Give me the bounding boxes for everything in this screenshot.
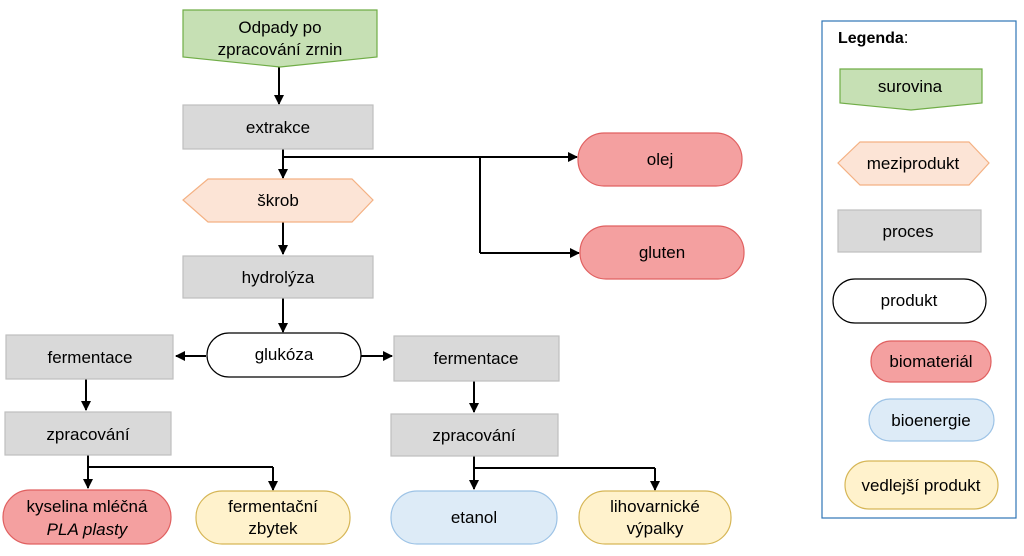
node-extrakce: extrakce bbox=[182, 104, 374, 150]
legend-produkt-swatch bbox=[832, 278, 987, 324]
node-extrakce-label: extrakce bbox=[246, 118, 310, 137]
bioenergie-shape bbox=[390, 490, 558, 545]
legend-vedlejsi-label: vedlejší produkt bbox=[861, 476, 980, 495]
node-odpady: Odpady po zpracování zrnin bbox=[182, 9, 378, 68]
node-fermentacni-zbytek-line2: zbytek bbox=[248, 519, 298, 538]
node-etanol: etanol bbox=[390, 490, 558, 545]
legend-bioenergie-swatch bbox=[868, 398, 995, 442]
node-etanol-label: etanol bbox=[451, 508, 497, 527]
legend-title-text: Legenda bbox=[838, 30, 904, 47]
node-gluten-label: gluten bbox=[639, 243, 685, 262]
vedlejsi-produkt-shape bbox=[578, 490, 732, 545]
node-kyselina: kyselina mléčná PLA plasty bbox=[2, 489, 172, 545]
node-zpracovani-left: zpracování bbox=[4, 411, 172, 456]
node-odpady-line1: Odpady po bbox=[238, 18, 321, 37]
legend-item-produkt: produkt bbox=[832, 278, 987, 324]
proces-shape bbox=[4, 411, 172, 456]
surovina-shape bbox=[182, 9, 378, 68]
legend-item-biomaterial: biomateriál bbox=[870, 340, 992, 383]
legend-item-bioenergie: bioenergie bbox=[868, 398, 995, 442]
produkt-shape bbox=[206, 332, 362, 378]
vedlejsi-produkt-shape bbox=[195, 490, 351, 545]
proces-shape bbox=[182, 255, 374, 299]
node-odpady-line2: zpracování zrnin bbox=[218, 40, 343, 59]
legend: Legenda: surovina meziprodukt proces pro… bbox=[821, 20, 1017, 519]
proces-shape bbox=[5, 334, 174, 380]
legend-title-colon: : bbox=[904, 28, 909, 47]
node-fermentace-right: fermentace bbox=[393, 335, 560, 382]
node-skrob: škrob bbox=[182, 178, 374, 223]
biomaterial-shape bbox=[2, 489, 172, 545]
biomaterial-shape bbox=[577, 132, 743, 187]
node-glukoza: glukóza bbox=[206, 332, 362, 378]
biomaterial-shape bbox=[579, 225, 745, 280]
node-olej: olej bbox=[577, 132, 743, 187]
legend-meziprodukt-label: meziprodukt bbox=[867, 154, 960, 173]
node-kyselina-line1: kyselina mléčná bbox=[27, 497, 148, 516]
proces-shape bbox=[393, 335, 560, 382]
proces-shape bbox=[182, 104, 374, 150]
node-glukoza-label: glukóza bbox=[255, 345, 314, 364]
node-lihovarnicke: lihovarnické výpalky bbox=[578, 490, 732, 545]
node-hydrolyza-label: hydrolýza bbox=[242, 268, 315, 287]
legend-meziprodukt-swatch bbox=[837, 141, 990, 186]
legend-item-proces: proces bbox=[837, 209, 982, 253]
node-olej-label: olej bbox=[647, 150, 673, 169]
node-fermentace-left: fermentace bbox=[5, 334, 174, 380]
node-fermentace-right-label: fermentace bbox=[433, 349, 518, 368]
meziprodukt-shape bbox=[182, 178, 374, 223]
proces-shape bbox=[390, 413, 559, 457]
legend-surovina-swatch bbox=[839, 68, 983, 111]
node-lihovarnicke-line2: výpalky bbox=[627, 519, 684, 538]
legend-surovina-label: surovina bbox=[878, 77, 943, 96]
legend-proces-label: proces bbox=[882, 222, 933, 241]
node-zpracovani-left-label: zpracování bbox=[46, 425, 129, 444]
legend-item-vedlejsi: vedlejší produkt bbox=[844, 460, 999, 510]
legend-produkt-label: produkt bbox=[881, 291, 938, 310]
legend-biomaterial-label: biomateriál bbox=[889, 352, 972, 371]
node-fermentacni-zbytek: fermentační zbytek bbox=[195, 490, 351, 545]
legend-bioenergie-label: bioenergie bbox=[891, 411, 970, 430]
node-fermentacni-zbytek-line1: fermentační bbox=[228, 497, 318, 516]
node-hydrolyza: hydrolýza bbox=[182, 255, 374, 299]
node-gluten: gluten bbox=[579, 225, 745, 280]
node-kyselina-line2: PLA plasty bbox=[47, 520, 129, 539]
node-zpracovani-right-label: zpracování bbox=[432, 426, 515, 445]
node-zpracovani-right: zpracování bbox=[390, 413, 559, 457]
node-fermentace-left-label: fermentace bbox=[47, 348, 132, 367]
connectors bbox=[81, 67, 660, 491]
legend-title: Legenda: bbox=[838, 28, 909, 47]
node-lihovarnicke-line1: lihovarnické bbox=[610, 497, 700, 516]
legend-item-meziprodukt: meziprodukt bbox=[837, 141, 990, 186]
legend-vedlejsi-swatch bbox=[844, 460, 999, 510]
legend-item-surovina: surovina bbox=[839, 68, 983, 111]
legend-proces-swatch bbox=[837, 209, 982, 253]
node-skrob-label: škrob bbox=[257, 191, 299, 210]
legend-biomaterial-swatch bbox=[870, 340, 992, 383]
